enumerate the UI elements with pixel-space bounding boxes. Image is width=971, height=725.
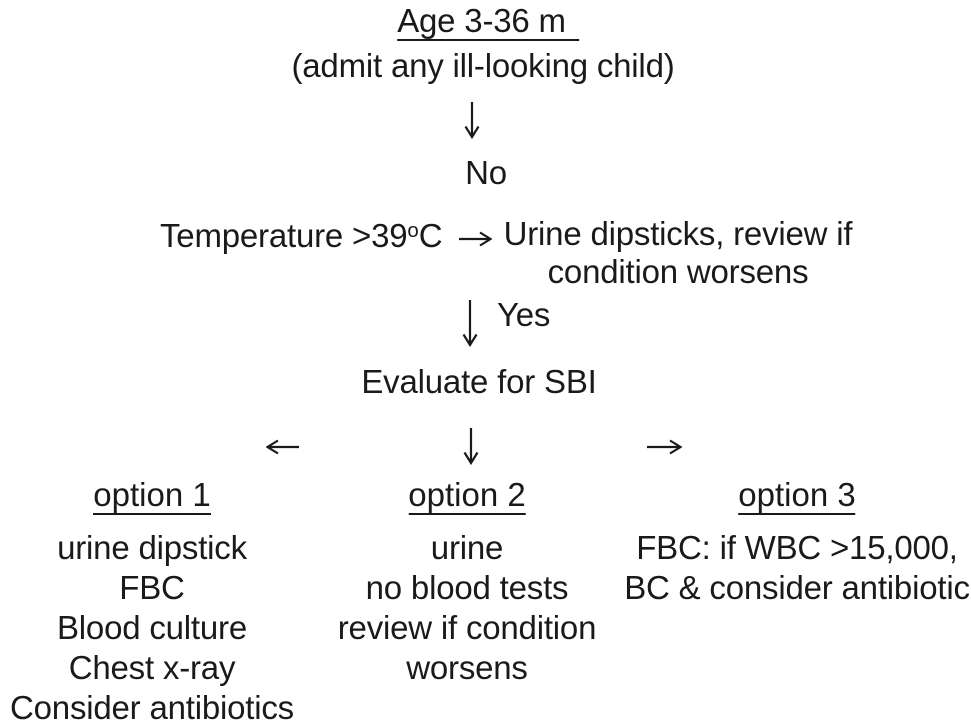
branch-no-label: No (465, 154, 507, 191)
option-2-column: option 2 urine no blood tests review if … (338, 476, 597, 688)
option-2-item: no blood tests (365, 569, 569, 606)
option-1-heading: option 1 (10, 476, 294, 515)
temperature-condition-prefix: Temperature >39 (160, 217, 408, 254)
urine-review-note-line2: condition worsens (547, 253, 809, 290)
down-arrow-icon-top (464, 102, 480, 139)
option-2-item: worsens (406, 649, 528, 686)
subtitle: (admit any ill-looking child) (291, 47, 675, 84)
option-1-item: Blood culture (56, 609, 248, 646)
option-1-items: urine dipstick FBC Blood culture Chest x… (10, 528, 294, 725)
temperature-condition-suffix: C (418, 217, 443, 254)
right-arrow-icon-option3 (647, 439, 682, 455)
option-2-item: urine (430, 529, 504, 566)
option-2-items: urine no blood tests review if condition… (338, 528, 597, 688)
option-1-item: Chest x-ray (68, 649, 236, 686)
option-2-item: review if condition (337, 609, 597, 646)
option-3-heading: option 3 (624, 476, 970, 515)
option-1-item: urine dipstick (57, 529, 247, 566)
down-arrow-icon-option2 (463, 428, 479, 465)
option-3-heading-text: option 3 (738, 476, 856, 515)
degree-symbol: o (407, 218, 419, 242)
page-title: Age 3-36 m (397, 1, 579, 41)
down-arrow-icon-yes (462, 300, 478, 347)
option-3-column: option 3 FBC: if WBC >15,000, BC & consi… (624, 476, 970, 608)
option-1-item: FBC (119, 569, 185, 606)
temperature-condition: Temperature >39oC (160, 216, 443, 256)
option-1-item: Consider antibiotics (10, 689, 294, 725)
left-arrow-icon-option1 (266, 439, 299, 455)
page-title-text: Age 3-36 m (397, 3, 579, 41)
option-2-heading-text: option 2 (408, 476, 526, 515)
option-3-item: FBC: if WBC >15,000, (636, 529, 958, 566)
branch-yes-label: Yes (497, 296, 551, 333)
evaluate-label: Evaluate for SBI (361, 363, 597, 400)
option-3-items: FBC: if WBC >15,000, BC & consider antib… (624, 528, 970, 608)
option-2-heading: option 2 (338, 476, 597, 515)
option-3-item: BC & consider antibiotic (624, 569, 970, 606)
right-arrow-icon-no-path (459, 231, 492, 247)
urine-review-note-line1: Urine dipsticks, review if (503, 215, 853, 252)
option-1-heading-text: option 1 (93, 476, 211, 515)
urine-review-note: Urine dipsticks, review if condition wor… (500, 215, 856, 291)
option-1-column: option 1 urine dipstick FBC Blood cultur… (10, 476, 294, 725)
